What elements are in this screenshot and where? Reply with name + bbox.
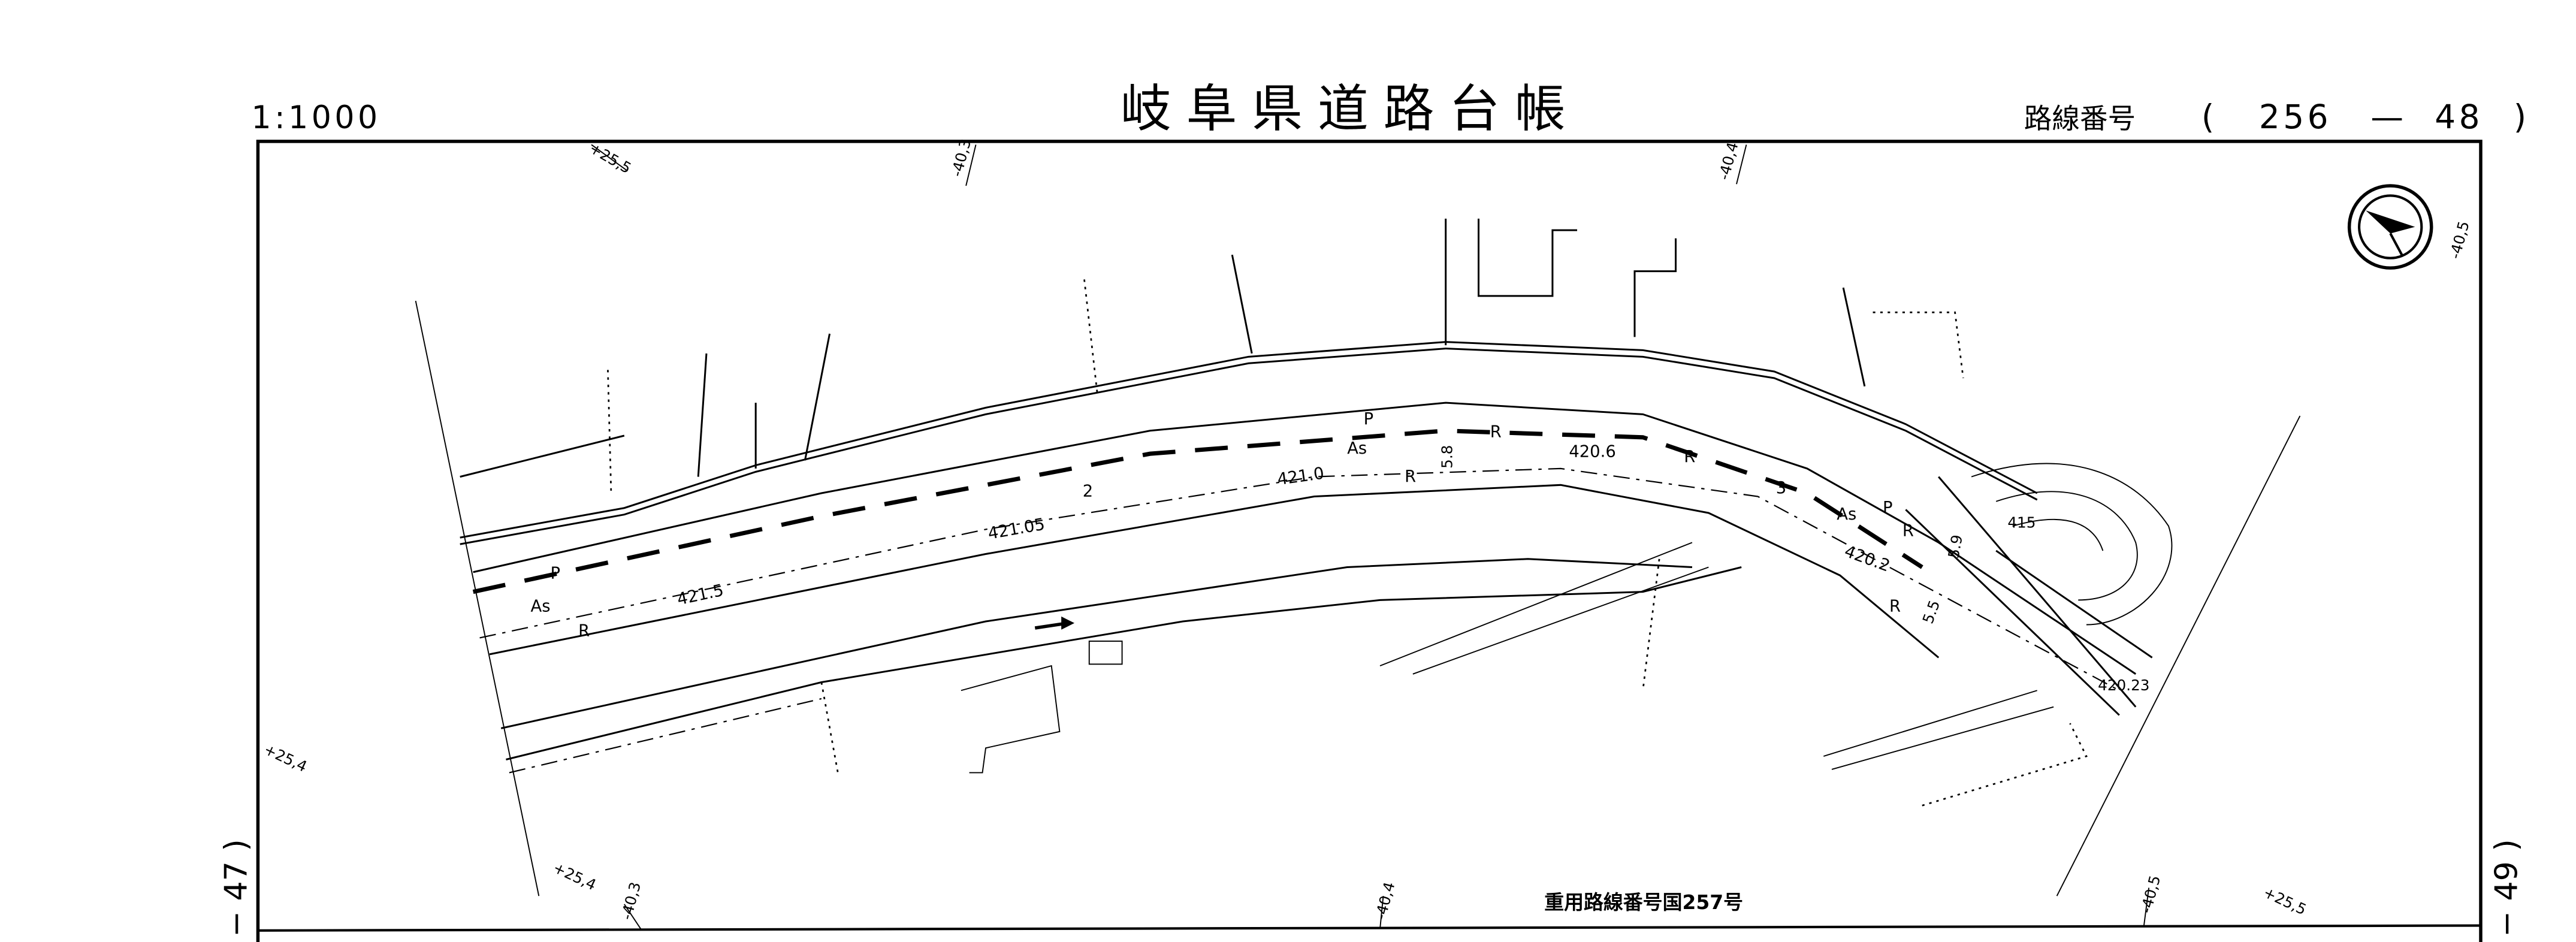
width-label: 5.8: [1439, 445, 1456, 469]
north-arrow-icon: [2347, 184, 2433, 270]
pavement-label: As: [1837, 505, 1856, 524]
adjacent-sheet-right: − 49 ): [2489, 839, 2524, 937]
direction-arrow-head-icon: [1061, 616, 1075, 630]
grid-label: -40,4: [1715, 140, 1742, 182]
overlap-route-note: 重用路線番号国257号: [1544, 890, 1743, 914]
curb-label: R: [1490, 423, 1502, 442]
pavement-label: As: [1347, 439, 1367, 458]
station-number: 2: [1083, 482, 1093, 501]
adjacent-sheet-left: − 47 ): [218, 839, 254, 937]
route-close: ): [2514, 98, 2526, 136]
elevation-label: 420.23: [2098, 677, 2149, 694]
station-number: 3: [1776, 479, 1786, 497]
map-annotations: 421.5 421.05 421.0 420.6 420.2 420.23 41…: [531, 410, 2150, 694]
route-dash: —: [2370, 98, 2403, 136]
grid-label: +25,4: [551, 859, 599, 893]
map-frame: [256, 140, 2483, 942]
elevation-label: 421.05: [986, 515, 1046, 544]
elevation-label: 421.0: [1276, 464, 1325, 490]
sidewalk-label: P: [1883, 499, 1893, 517]
grid-label: -40,4: [1372, 880, 1399, 922]
sheet-border-bottom: [258, 924, 2481, 932]
grid-label: -40,3: [618, 880, 645, 922]
curb-label: R: [578, 622, 590, 641]
grid-label: +25,4: [261, 741, 310, 775]
sidewalk-label: P: [1364, 410, 1374, 428]
curb-label: R: [1889, 597, 1901, 616]
scale-label: 1:1000: [251, 100, 380, 136]
width-label: 5.5: [1919, 598, 1944, 626]
contour-label: 415: [2007, 514, 2036, 532]
curb-label: R: [1405, 467, 1416, 486]
road-main: [460, 218, 2173, 807]
sidewalk-label: P: [550, 564, 560, 583]
elevation-label: 421.5: [675, 581, 725, 609]
curb-label: R: [1684, 448, 1695, 466]
pavement-label: As: [531, 597, 551, 616]
route-label: 路線番号: [2024, 102, 2136, 135]
survey-boundary: [415, 144, 2301, 929]
grid-label: +25,5: [2261, 883, 2309, 918]
elevation-label: 420.2: [1842, 542, 1892, 576]
sheet-number: 48: [2435, 98, 2483, 136]
route-open: (: [2201, 98, 2214, 136]
map-title: 岐阜県道路台帳: [1121, 80, 1581, 139]
elevation-label: 420.6: [1569, 443, 1615, 461]
grid-label: -40,3: [948, 137, 975, 179]
grid-label: -40,5: [2137, 874, 2164, 915]
route-number: 256: [2259, 98, 2332, 136]
grid-label: -40,5: [2446, 219, 2473, 261]
width-label: 5.9: [1944, 533, 1965, 560]
curb-label: R: [1902, 521, 1914, 540]
